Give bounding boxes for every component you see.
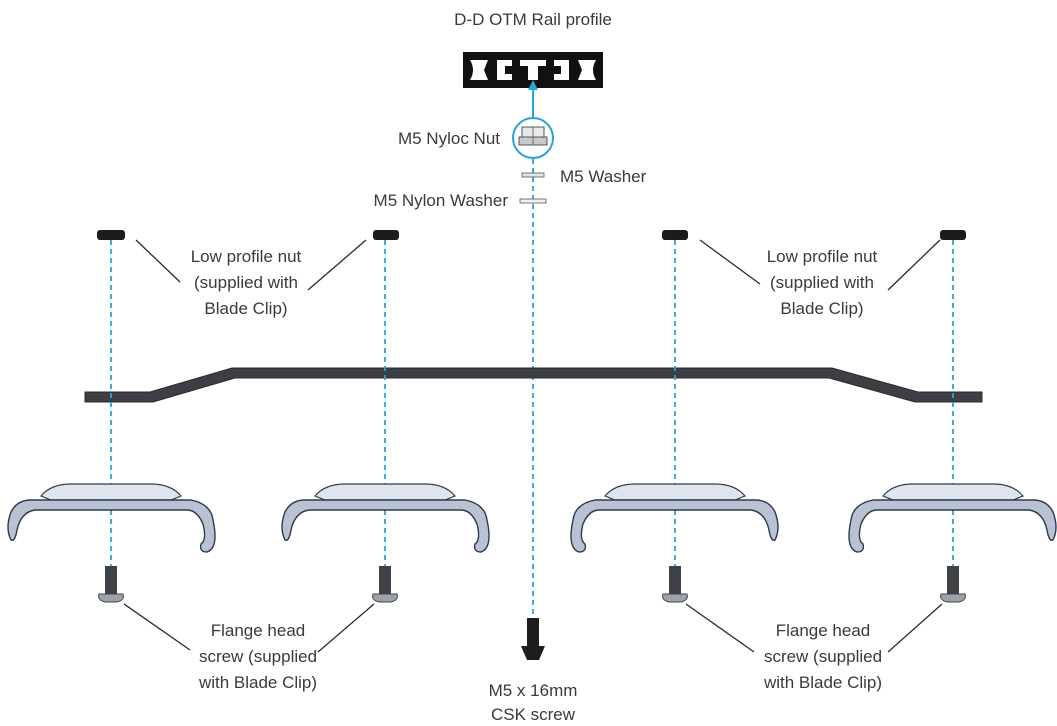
nyloc-nut-label: M5 Nyloc Nut (398, 129, 500, 148)
leader-nut-3 (699, 239, 761, 285)
low-profile-nut-label-right-3: Blade Clip) (780, 299, 863, 318)
leader-screw-3 (685, 603, 755, 653)
leader-nut-1 (135, 239, 181, 283)
leader-nut-4 (887, 239, 941, 291)
flange-screw-label-right-1: Flange head (776, 621, 871, 640)
m5-washer-label: M5 Washer (560, 167, 647, 186)
low-profile-nut-label-right-1: Low profile nut (767, 247, 878, 266)
arrow-head-icon (528, 80, 538, 90)
leader-screw-2 (317, 603, 375, 653)
flange-screw-2 (372, 566, 398, 603)
low-profile-nut-label-right-2: (supplied with (770, 273, 874, 292)
m5-nylon-washer-label: M5 Nylon Washer (374, 191, 509, 210)
blade-clip-3 (570, 483, 779, 553)
rail-profile-label: D-D OTM Rail profile (454, 10, 612, 29)
flange-screw-label-left-1: Flange head (211, 621, 306, 640)
flange-screw-1 (98, 566, 124, 603)
low-profile-nut-2 (373, 230, 399, 240)
leader-nut-2 (307, 239, 367, 291)
csk-screw-label-1: M5 x 16mm (489, 681, 578, 700)
low-profile-nut-3 (662, 230, 688, 240)
m5-nylon-washer (519, 198, 547, 204)
blade-clip-4 (848, 483, 1057, 553)
low-profile-nut-label-left-2: (supplied with (194, 273, 298, 292)
csk-screw (521, 618, 545, 660)
flange-screw-label-left-2: screw (supplied (199, 647, 317, 666)
low-profile-nut-1 (97, 230, 125, 240)
blade-bracket (84, 367, 983, 403)
flange-screw-label-right-2: screw (supplied (764, 647, 882, 666)
csk-screw-label-2: CSK screw (491, 705, 576, 724)
flange-screw-label-left-3: with Blade Clip) (198, 673, 317, 692)
low-profile-nut-label-left-1: Low profile nut (191, 247, 302, 266)
low-profile-nut-4 (940, 230, 966, 240)
blade-clip-2 (281, 483, 490, 553)
m5-washer (521, 172, 545, 178)
leader-screw-1 (123, 603, 191, 651)
nyloc-nut (512, 117, 554, 159)
flange-screw-3 (662, 566, 688, 603)
flange-screw-4 (940, 566, 966, 603)
blade-clip-1 (7, 483, 216, 553)
low-profile-nut-label-left-3: Blade Clip) (204, 299, 287, 318)
flange-screw-label-right-3: with Blade Clip) (763, 673, 882, 692)
leader-screw-4 (887, 603, 943, 653)
